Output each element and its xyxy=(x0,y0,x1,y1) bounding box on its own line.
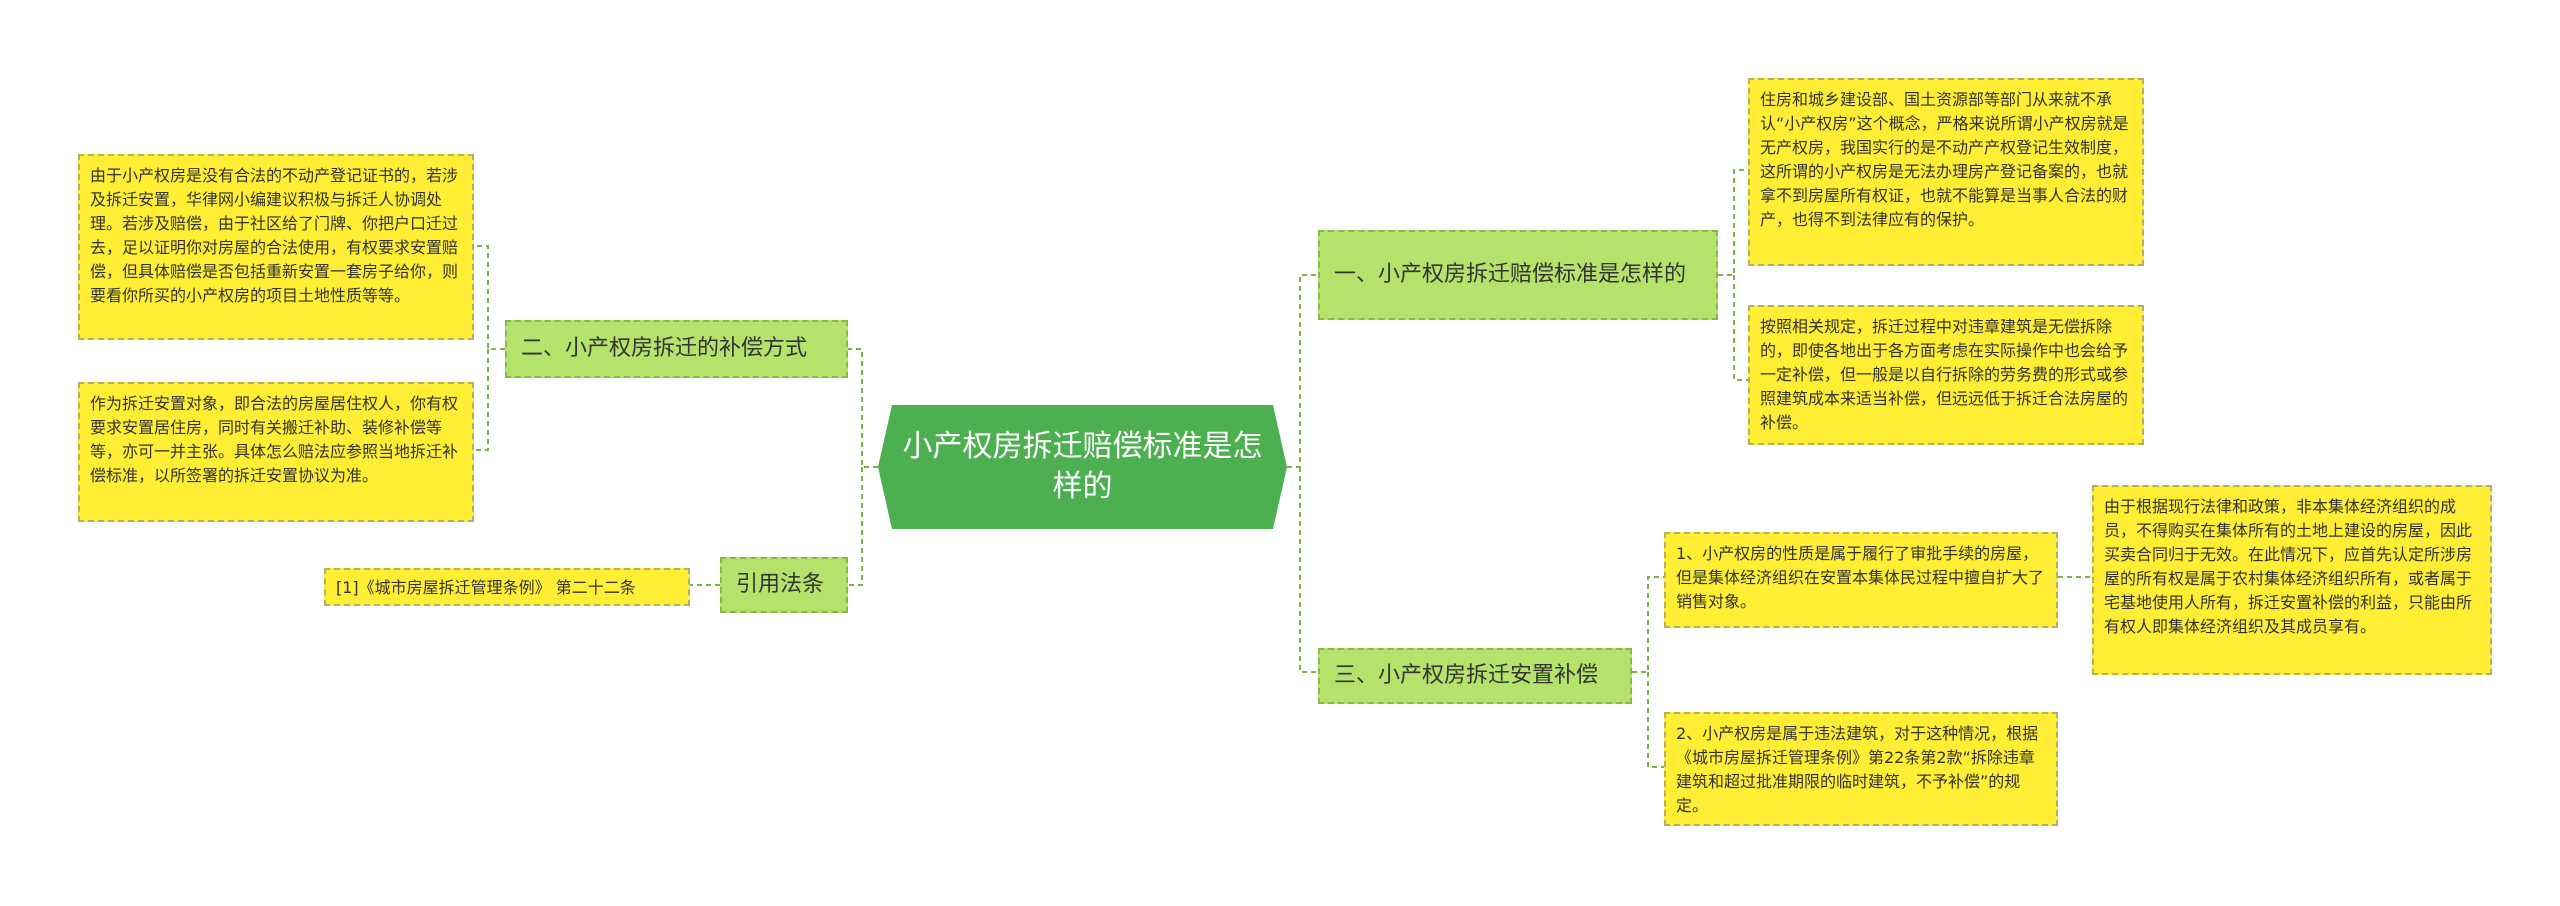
connector-center-standard xyxy=(1287,274,1318,468)
leaf-resettlement-sub[interactable]: 由于根据现行法律和政策，非本集体经济组织的成员，不得购买在集体所有的土地上建设的… xyxy=(2092,485,2492,675)
connector-resettlement-leaf2 xyxy=(1647,672,1664,768)
leaf-standard-2[interactable]: 按照相关规定，拆迁过程中对违章建筑是无偿拆除的，即使各地出于各方面考虑在实际操作… xyxy=(1748,305,2144,445)
branch-compensation-label: 二、小产权房拆迁的补偿方式 xyxy=(521,336,808,361)
center-topic[interactable]: 小产权房拆迁赔偿标准是怎样的 xyxy=(878,405,1287,529)
connector-center-citation xyxy=(848,467,863,586)
branch-compensation[interactable]: 二、小产权房拆迁的补偿方式 xyxy=(505,320,848,378)
connector-center-resettlement xyxy=(1299,467,1318,673)
connector-compensation-leaf2 xyxy=(474,349,489,451)
leaf-resettlement-sub-text: 由于根据现行法律和政策，非本集体经济组织的成员，不得购买在集体所有的土地上建设的… xyxy=(2104,497,2473,636)
leaf-compensation-1-text: 由于小产权房是没有合法的不动产登记证书的，若涉及拆迁安置，华律网小编建议积极与拆… xyxy=(90,166,459,305)
branch-resettlement[interactable]: 三、小产权房拆迁安置补偿 xyxy=(1318,648,1632,704)
branch-citation[interactable]: 引用法条 xyxy=(720,557,848,613)
leaf-resettlement-2-text: 2、小产权房是属于违法建筑，对于这种情况，根据《城市房屋拆迁管理条例》第22条第… xyxy=(1676,724,2039,815)
center-topic-text: 小产权房拆迁赔偿标准是怎样的 xyxy=(902,429,1263,504)
branch-standard-label: 一、小产权房拆迁赔偿标准是怎样的 xyxy=(1334,262,1687,287)
connector-center-compensation xyxy=(848,348,878,468)
leaf-resettlement-1-text: 1、小产权房的性质是属于履行了审批手续的房屋，但是集体经济组织在安置本集体民过程… xyxy=(1676,544,2045,611)
leaf-citation-text: [1]《城市房屋拆迁管理条例》 第二十二条 xyxy=(336,578,636,597)
leaf-resettlement-2[interactable]: 2、小产权房是属于违法建筑，对于这种情况，根据《城市房屋拆迁管理条例》第22条第… xyxy=(1664,712,2058,826)
leaf-standard-1[interactable]: 住房和城乡建设部、国土资源部等部门从来就不承认“小产权房”这个概念，严格来说所谓… xyxy=(1748,78,2144,266)
leaf-compensation-1[interactable]: 由于小产权房是没有合法的不动产登记证书的，若涉及拆迁安置，华律网小编建议积极与拆… xyxy=(78,154,474,340)
leaf-standard-1-text: 住房和城乡建设部、国土资源部等部门从来就不承认“小产权房”这个概念，严格来说所谓… xyxy=(1760,90,2129,229)
connector-standard-leaf2 xyxy=(1733,275,1748,381)
center-topic-shape xyxy=(878,405,1287,529)
leaf-resettlement-1[interactable]: 1、小产权房的性质是属于履行了审批手续的房屋，但是集体经济组织在安置本集体民过程… xyxy=(1664,532,2058,628)
connector-resettlement-leaf1 xyxy=(1632,576,1664,673)
leaf-compensation-2-text: 作为拆迁安置对象，即合法的房屋居住权人，你有权要求安置居住房，同时有关搬迁补助、… xyxy=(90,394,459,485)
branch-resettlement-label: 三、小产权房拆迁安置补偿 xyxy=(1334,663,1599,688)
leaf-standard-2-text: 按照相关规定，拆迁过程中对违章建筑是无偿拆除的，即使各地出于各方面考虑在实际操作… xyxy=(1760,317,2129,432)
connector-standard-leaf1 xyxy=(1718,169,1748,276)
connector-compensation-leaf1 xyxy=(474,245,505,350)
branch-standard[interactable]: 一、小产权房拆迁赔偿标准是怎样的 xyxy=(1318,230,1718,320)
leaf-compensation-2[interactable]: 作为拆迁安置对象，即合法的房屋居住权人，你有权要求安置居住房，同时有关搬迁补助、… xyxy=(78,382,474,522)
branch-citation-label: 引用法条 xyxy=(736,572,825,597)
leaf-citation[interactable]: [1]《城市房屋拆迁管理条例》 第二十二条 xyxy=(324,568,690,606)
